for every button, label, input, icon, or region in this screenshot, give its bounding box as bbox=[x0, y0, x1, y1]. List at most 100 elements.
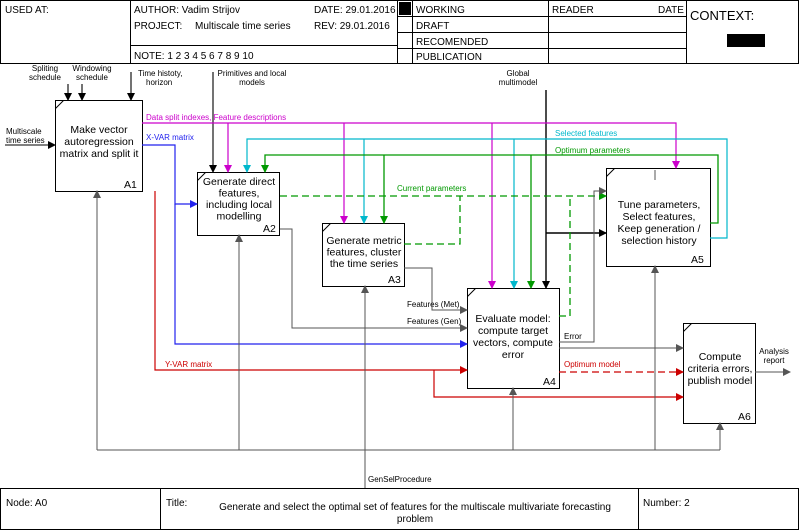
optimum-model-label: Optimum model bbox=[564, 360, 621, 369]
multiscale-label-1: Multiscale bbox=[6, 127, 42, 136]
a4-line-3: vectors, compute bbox=[473, 337, 553, 349]
status-publication: PUBLICATION bbox=[416, 52, 482, 63]
windowing-label-1: Windowing bbox=[72, 64, 111, 73]
a5-line-3: Keep generation / bbox=[618, 223, 701, 235]
note-label: NOTE: 1 2 3 4 5 6 7 8 9 10 bbox=[134, 51, 254, 62]
features-gen-label: Features (Gen) bbox=[407, 317, 462, 326]
splitting-label-2: schedule bbox=[29, 73, 62, 82]
a3-line-2: features, cluster bbox=[327, 247, 402, 259]
a5-line-2: Select features, bbox=[623, 211, 696, 223]
analysis-label-2: report bbox=[764, 356, 786, 365]
arrow-error bbox=[559, 187, 607, 343]
working-status-marker bbox=[399, 2, 411, 15]
box-a5[interactable]: Tune parameters,Select features,Keep gen… bbox=[606, 168, 711, 267]
context-label: CONTEXT: bbox=[690, 8, 754, 23]
a3-line-3: the time series bbox=[330, 258, 398, 270]
status-recommended: RECOMENDED bbox=[416, 37, 488, 48]
context-marker bbox=[727, 34, 765, 47]
rev-label: REV: 29.01.2016 bbox=[314, 21, 390, 32]
a1-id: A1 bbox=[124, 179, 137, 191]
a4-line-2: compute target bbox=[478, 325, 548, 337]
a4-line-1: Evaluate model: bbox=[475, 313, 550, 325]
green-connector bbox=[261, 154, 719, 289]
number-label: Number: 2 bbox=[643, 498, 690, 509]
xvar-label: X-VAR matrix bbox=[146, 133, 194, 142]
title-line-1: Generate and select the optimal set of f… bbox=[219, 502, 611, 513]
splitting-label-1: Spliting bbox=[32, 64, 58, 73]
optimum-params-label: Optimum parameters bbox=[555, 146, 630, 155]
a6-line-2: criteria errors, bbox=[688, 363, 753, 375]
a3-line-1: Generate metric bbox=[326, 235, 401, 247]
a4-line-4: error bbox=[502, 349, 525, 361]
magenta-connector bbox=[142, 122, 680, 289]
a6-line-1: Compute bbox=[699, 351, 742, 363]
global-model-label-1: Global bbox=[506, 69, 529, 78]
features-met-label: Features (Met) bbox=[407, 300, 460, 309]
a2-line-4: modelling bbox=[217, 211, 262, 223]
cyan-connector bbox=[243, 138, 728, 289]
status-draft: DRAFT bbox=[416, 21, 449, 32]
global-model-label-2: multimodel bbox=[499, 78, 538, 87]
project-label: PROJECT: bbox=[134, 21, 182, 32]
a2-id: A2 bbox=[263, 223, 276, 235]
primitives-label-2: models bbox=[239, 78, 265, 87]
time-history-label-1: Time histoty, bbox=[138, 69, 182, 78]
yvar-label: Y-VAR matrix bbox=[165, 360, 212, 369]
a2-line-3: including local bbox=[206, 199, 272, 211]
red-connector bbox=[154, 191, 684, 401]
gensel-label: GenSelProcedure bbox=[368, 475, 432, 484]
a2-line-2: features, bbox=[219, 188, 260, 200]
analysis-label-1: Analysis bbox=[759, 347, 789, 356]
status-working: WORKING bbox=[416, 5, 465, 16]
reader-label: READER bbox=[552, 5, 594, 16]
svg-text:Tune parameters,Select feature: Tune parameters,Select features,Keep gen… bbox=[618, 199, 701, 247]
a1-line-2: autoregression bbox=[64, 136, 134, 148]
a3-id: A3 bbox=[388, 274, 401, 286]
blue-connector bbox=[142, 144, 468, 348]
current-params-label: Current parameters bbox=[397, 184, 466, 193]
project-name: Multiscale time series bbox=[195, 21, 291, 32]
a4-id: A4 bbox=[543, 376, 556, 388]
arrow-features-gen bbox=[280, 228, 468, 332]
a6-id: A6 bbox=[738, 411, 751, 423]
title-label: Title: bbox=[166, 498, 187, 509]
a2-line-1: Generate direct bbox=[203, 176, 275, 188]
date-label: DATE: 29.01.2016 bbox=[314, 5, 396, 16]
a1-line-3: matrix and split it bbox=[60, 148, 139, 160]
mechanism-connectors bbox=[93, 190, 724, 488]
gray-connectors bbox=[280, 170, 791, 376]
time-history-label-2: horizon bbox=[146, 78, 172, 87]
multiscale-label-2: time series bbox=[6, 136, 45, 145]
title-line-2: problem bbox=[397, 514, 433, 525]
node-label: Node: A0 bbox=[6, 498, 48, 509]
a5-id: A5 bbox=[691, 254, 704, 266]
arrow-features-met bbox=[404, 267, 468, 314]
a5-line-4: selection history bbox=[621, 235, 697, 247]
error-label: Error bbox=[564, 332, 582, 341]
green-dashed-connector bbox=[280, 192, 607, 317]
reader-date-label: DATE bbox=[658, 5, 684, 16]
selected-features-label: Selected features bbox=[555, 129, 617, 138]
a1-line-1: Make vector bbox=[70, 124, 128, 136]
data-split-label: Data split indexes, Feature descriptions bbox=[146, 113, 286, 122]
primitives-label-1: Primitives and local bbox=[218, 69, 287, 78]
used-at-label: USED AT: bbox=[5, 5, 49, 16]
a5-line-1: Tune parameters, bbox=[618, 199, 700, 211]
windowing-label-2: schedule bbox=[76, 73, 109, 82]
